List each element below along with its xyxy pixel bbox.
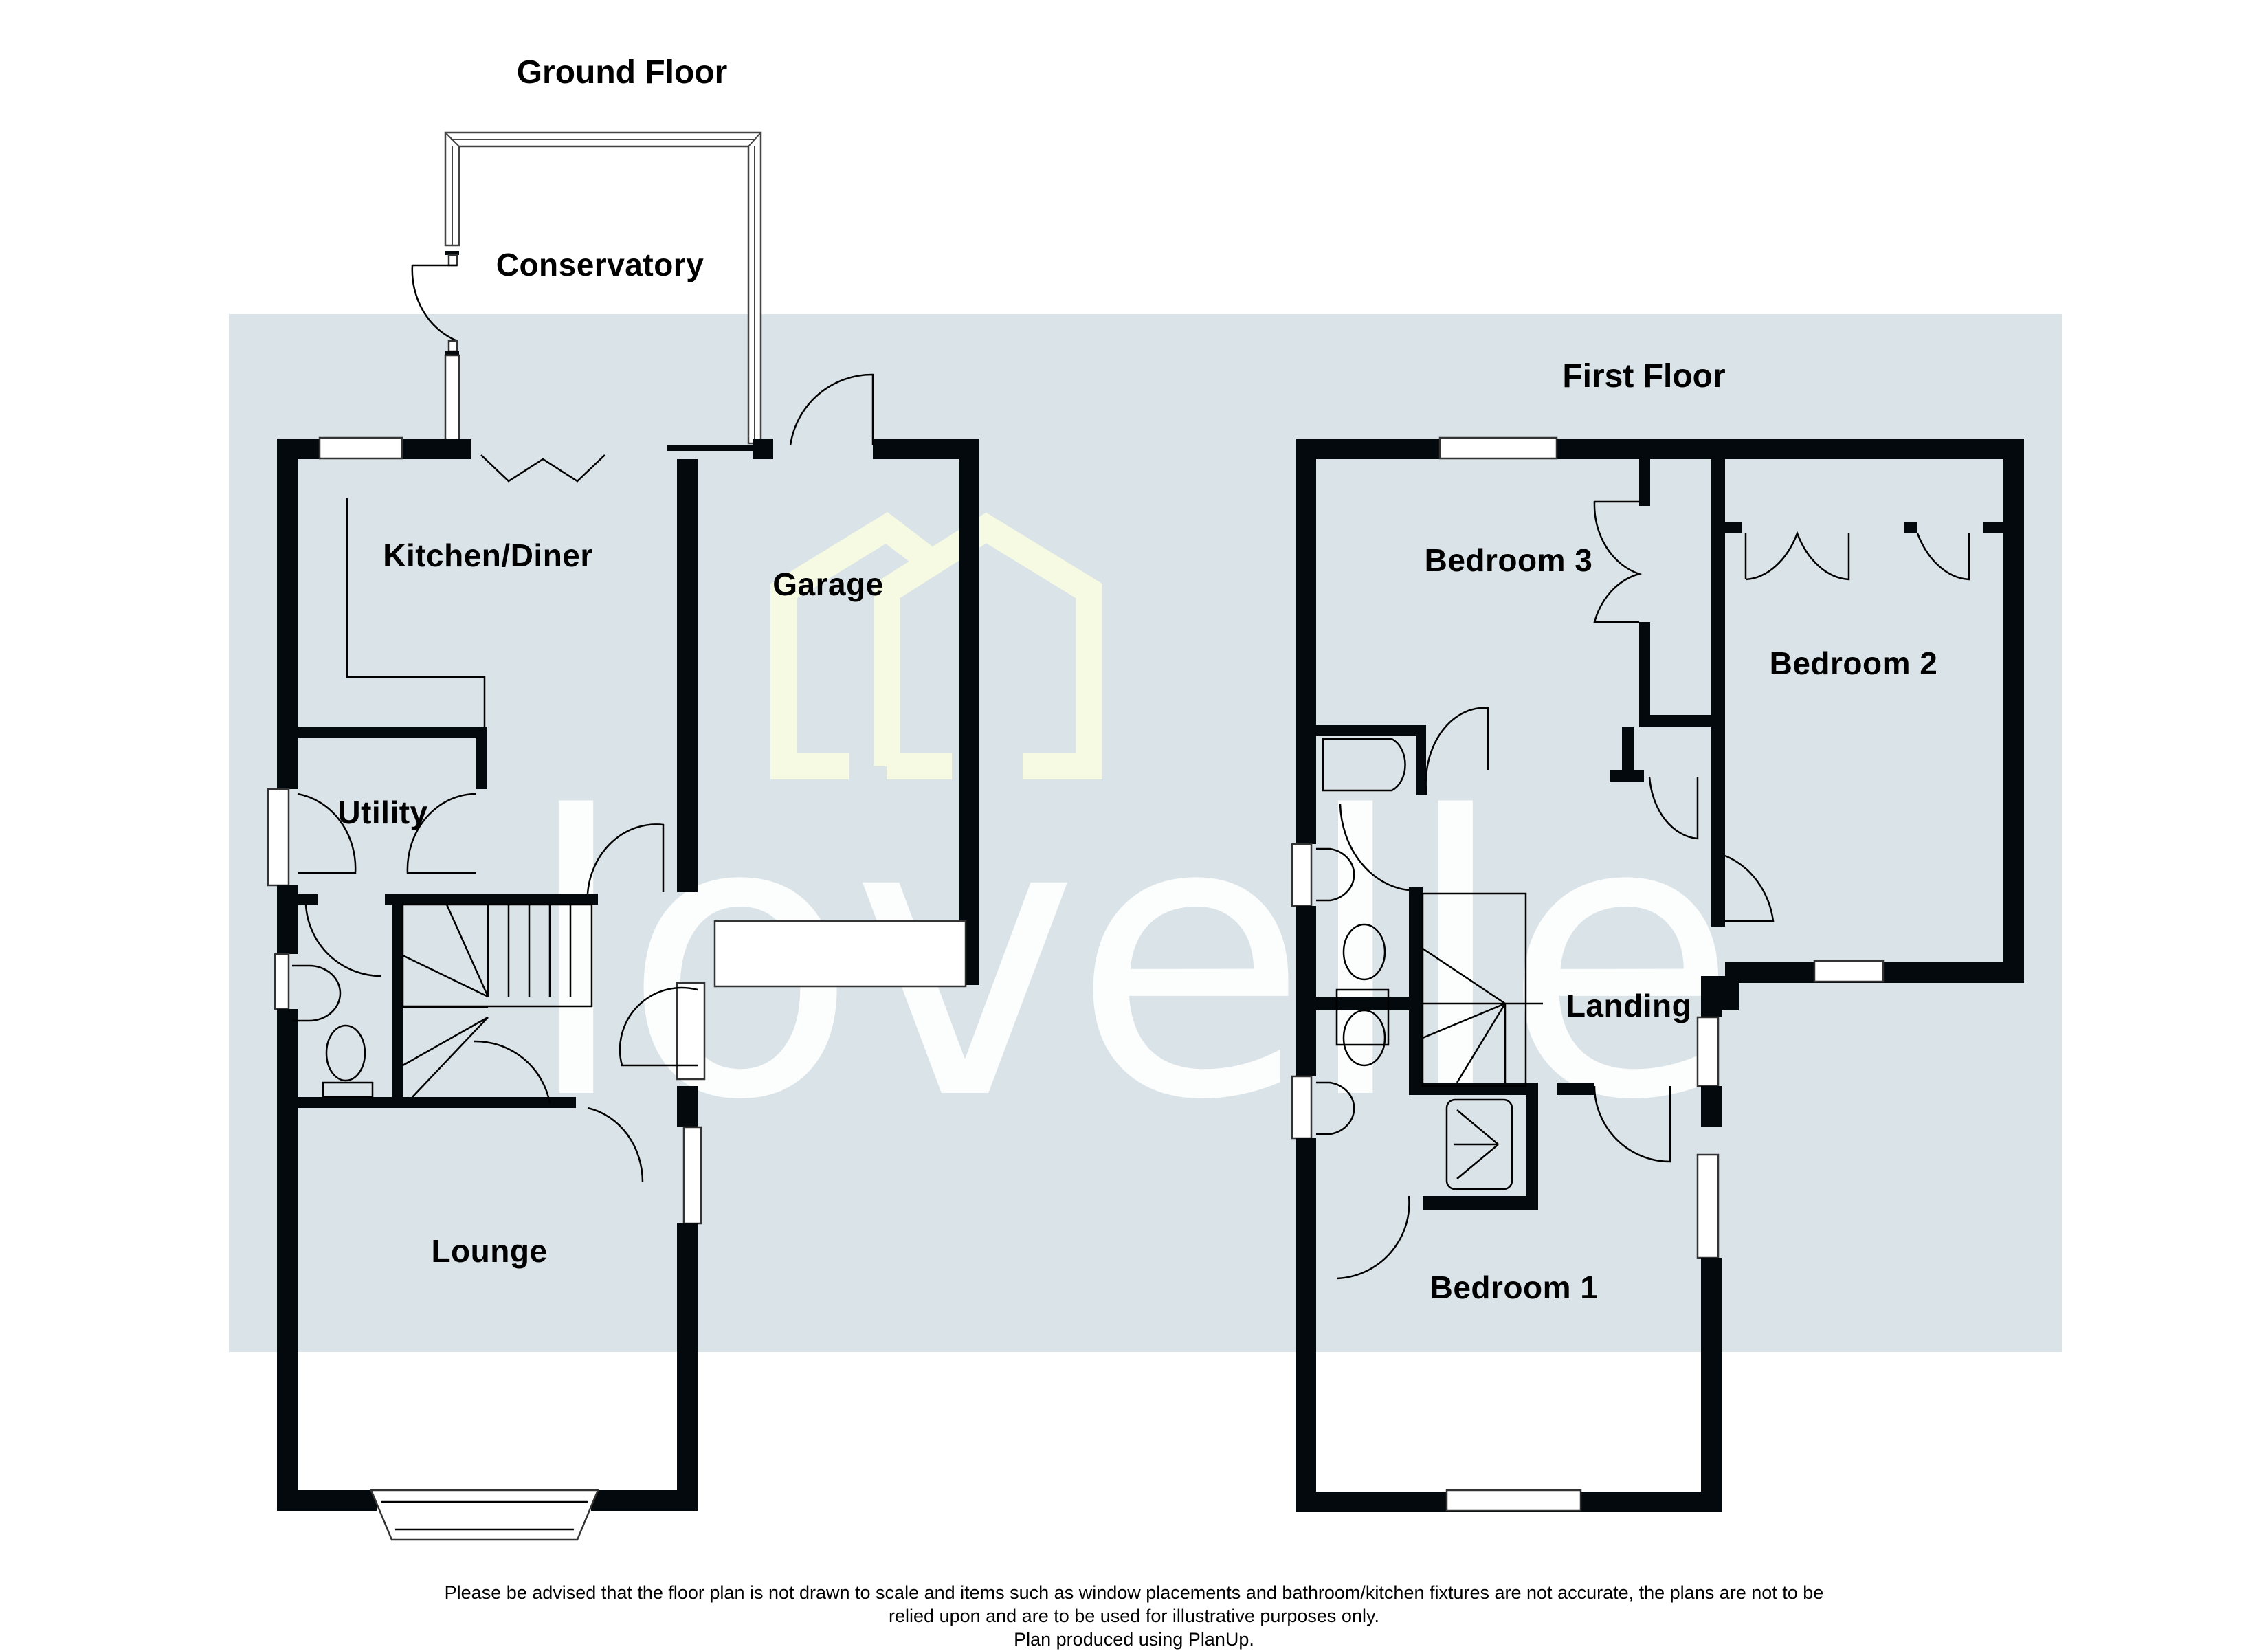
room-label-garage: Garage xyxy=(772,566,884,602)
ground-floor-door-swings xyxy=(297,793,698,1183)
watermark-text: lovelle xyxy=(522,736,1732,1184)
disclaimer-line-1: Please be advised that the floor plan is… xyxy=(444,1582,1824,1603)
first-floor-stairs xyxy=(1421,892,1543,1087)
first-floor-title: First Floor xyxy=(1562,358,1726,395)
room-label-utility: Utility xyxy=(337,795,428,830)
room-label-landing: Landing xyxy=(1566,988,1692,1023)
shower-tray xyxy=(1445,1098,1513,1190)
room-label-bedroom-3: Bedroom 3 xyxy=(1424,542,1593,578)
conservatory-frame xyxy=(411,131,762,445)
disclaimer-line-2: relied upon and are to be used for illus… xyxy=(889,1606,1379,1626)
ground-floor-title: Ground Floor xyxy=(516,54,728,91)
disclaimer-line-3: Plan produced using PlanUp. xyxy=(1014,1629,1254,1650)
first-floor-walls xyxy=(1291,436,2024,1512)
room-label-kitchen-diner: Kitchen/Diner xyxy=(383,538,593,573)
ground-floor-walls xyxy=(267,373,979,1541)
first-floor-door-swings xyxy=(1336,500,1970,1280)
room-label-bedroom-1: Bedroom 1 xyxy=(1430,1270,1599,1305)
disclaimer: Please be advised that the floor plan is… xyxy=(0,1581,2268,1651)
room-label-bedroom-2: Bedroom 2 xyxy=(1769,645,1938,681)
kitchen-units xyxy=(346,498,486,727)
ground-floor-stairs xyxy=(401,903,593,1098)
first-floor-fixtures xyxy=(1316,847,1390,1135)
background-band xyxy=(229,314,2062,1352)
house-logo-icon xyxy=(770,511,1102,779)
room-label-lounge: Lounge xyxy=(431,1233,548,1269)
bath xyxy=(1322,738,1406,792)
cloakroom-fixtures xyxy=(292,964,374,1098)
room-label-conservatory: Conservatory xyxy=(496,247,704,282)
